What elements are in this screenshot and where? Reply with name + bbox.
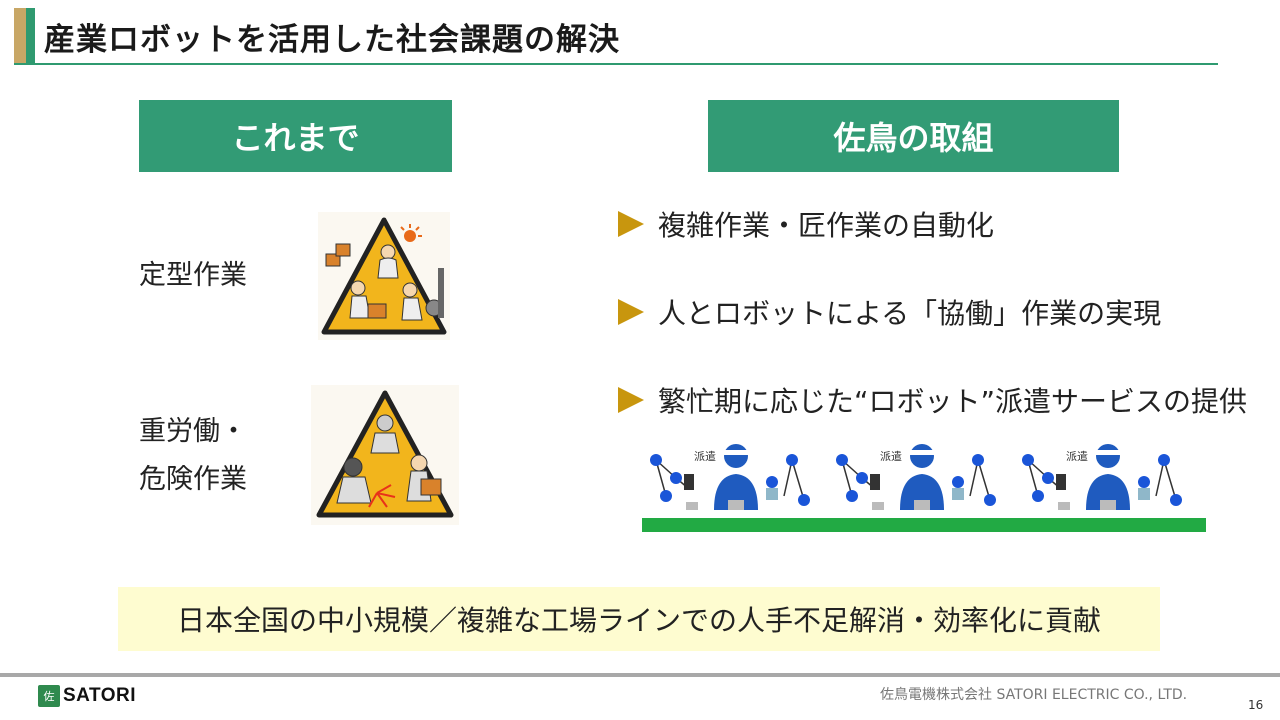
worker-icon: [1086, 444, 1130, 510]
title-accent-green: [26, 8, 35, 64]
summary-banner: 日本全国の中小規模／複雑な工場ラインでの人手不足解消・効率化に貢献: [118, 587, 1160, 651]
summary-text: 日本全国の中小規模／複雑な工場ラインでの人手不足解消・効率化に貢献: [176, 604, 1101, 637]
dispatch-tag: 派遣: [694, 449, 716, 463]
bullet-automation: 複雑作業・匠作業の自動化: [618, 204, 994, 244]
page-number: 16: [1248, 698, 1264, 712]
logo-mark-icon: 佐: [38, 685, 60, 707]
satori-logo: 佐 SATORI: [38, 685, 136, 707]
bullet-robot-dispatch: 繁忙期に応じた“ロボット”派遣サービスの提供: [618, 380, 1247, 420]
triangle-bullet-icon: [618, 211, 644, 237]
bullet-text: 繁忙期に応じた“ロボット”派遣サービスの提供: [658, 385, 1248, 418]
robot-arm-icon: [1155, 459, 1177, 501]
slide-title: 産業ロボットを活用した社会課題の解決: [44, 22, 620, 58]
label-routine-text: 定型作業: [139, 260, 247, 291]
label-routine-work: 定型作業: [118, 252, 268, 300]
caution-triangle-welder-icon: [311, 385, 459, 525]
robot-worker-unit: 派遣: [650, 444, 810, 510]
dispatch-tag: 派遣: [880, 449, 902, 463]
worker-icon: [900, 444, 944, 510]
robot-arm-icon: [783, 459, 805, 501]
triangle-bullet-icon: [618, 299, 644, 325]
label-line1: 重労働・: [139, 416, 247, 447]
header-before: これまで: [139, 100, 452, 172]
caution-triangle-worker-icon: [318, 212, 450, 340]
bullet-collaboration: 人とロボットによる「協働」作業の実現: [618, 292, 1161, 332]
label-heavy-dangerous-work: 重労働・ 危険作業: [118, 408, 268, 504]
worker-icon: [714, 444, 758, 510]
title-divider: [14, 63, 1218, 65]
robot-arm-icon: [969, 459, 991, 501]
header-satori-initiatives: 佐鳥の取組: [708, 100, 1119, 172]
dispatch-tag: 派遣: [1066, 449, 1088, 463]
logo-text: SATORI: [63, 685, 137, 706]
label-line2: 危険作業: [139, 464, 247, 495]
triangle-bullet-icon: [618, 387, 644, 413]
title-accent-gold: [14, 8, 26, 64]
footer-divider: [0, 673, 1280, 677]
robot-dispatch-illustration: 派遣 派遣: [640, 438, 1210, 538]
bullet-text: 複雑作業・匠作業の自動化: [658, 209, 995, 242]
bullet-text: 人とロボットによる「協働」作業の実現: [658, 297, 1162, 330]
footer-company-name: 佐鳥電機株式会社 SATORI ELECTRIC CO., LTD.: [880, 687, 1188, 703]
